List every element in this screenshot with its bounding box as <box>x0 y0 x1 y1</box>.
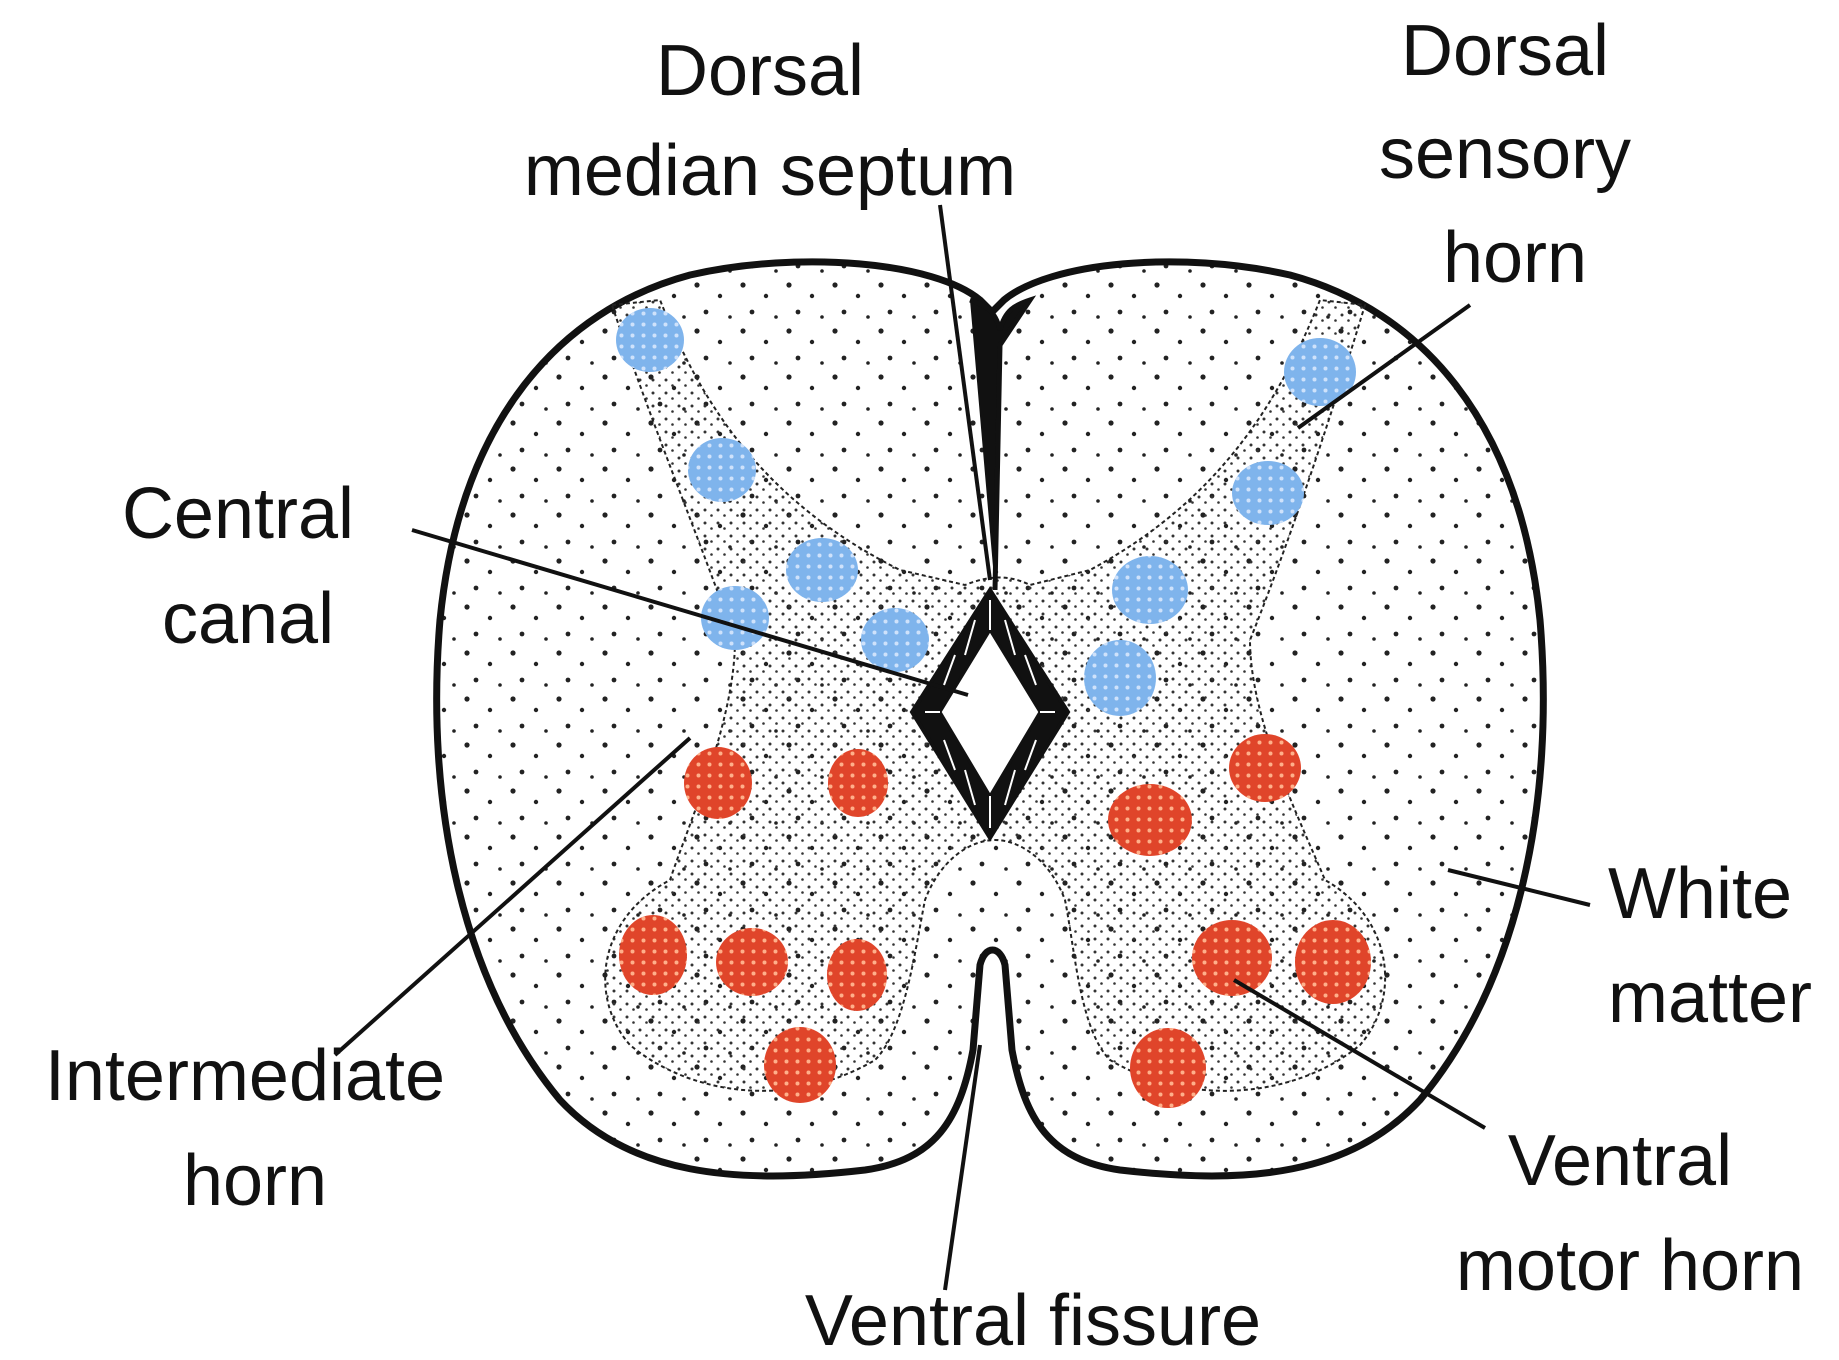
label-ventral-motor-horn-line-2: motor horn <box>1456 1226 1804 1306</box>
label-central-canal-line-2: canal <box>162 579 334 659</box>
label-central-canal-line-1: Central <box>122 474 354 554</box>
label-intermediate-horn-line-2: horn <box>183 1141 327 1221</box>
label-dorsal-sensory-horn-line-1: Dorsal <box>1401 11 1609 91</box>
label-dorsal-median-septum-line-1: Dorsal <box>656 31 864 111</box>
label-intermediate-horn: Intermediate horn <box>45 1036 465 1221</box>
label-white-matter: White matter <box>1608 854 1812 1038</box>
label-ventral-fissure: Ventral fissure <box>805 1281 1261 1360</box>
label-dorsal-median-septum-line-2: median septum <box>524 131 1016 211</box>
label-ventral-fissure-line-1: Ventral fissure <box>805 1281 1261 1360</box>
label-white-matter-line-2: matter <box>1608 958 1812 1038</box>
label-white-matter-line-1: White <box>1608 854 1792 934</box>
label-central-canal: Central canal <box>122 474 374 659</box>
label-intermediate-horn-line-1: Intermediate <box>45 1036 445 1116</box>
label-dorsal-sensory-horn-line-2: sensory <box>1379 114 1631 194</box>
label-dorsal-median-septum: Dorsal median septum <box>524 31 1016 211</box>
label-ventral-motor-horn-line-1: Ventral <box>1508 1121 1732 1201</box>
label-dorsal-sensory-horn: Dorsal sensory horn <box>1379 11 1651 298</box>
label-dorsal-sensory-horn-line-3: horn <box>1443 218 1587 298</box>
label-ventral-motor-horn: Ventral motor horn <box>1456 1121 1804 1306</box>
